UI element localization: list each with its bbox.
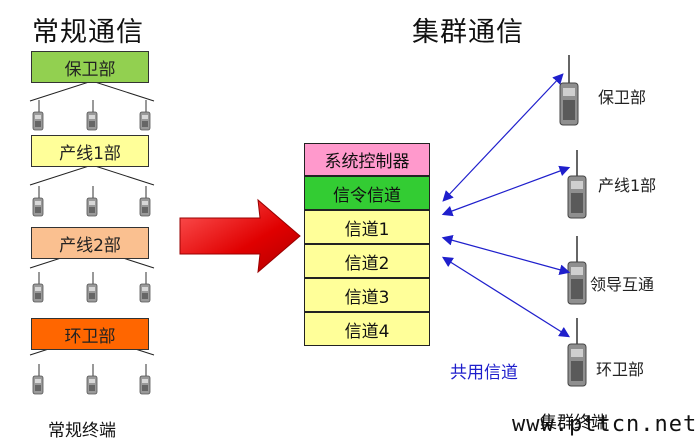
handheld-radio-icon	[86, 271, 98, 303]
signal-channel-box: 信令信道	[304, 176, 430, 210]
handheld-radio-icon	[32, 99, 44, 131]
trunking-radio-icon-1	[559, 55, 579, 126]
trunking-title: 集群通信	[412, 17, 524, 48]
dept-box-sanitation: 环卫部	[31, 318, 149, 350]
link-to-line1	[441, 165, 571, 217]
link-to-security	[442, 73, 564, 202]
trunking-radio-icon-3	[567, 236, 587, 305]
transition-arrow-icon	[179, 198, 301, 274]
handheld-radio-icon	[139, 271, 151, 303]
handheld-radio-icon	[86, 99, 98, 131]
handheld-radio-icon	[139, 99, 151, 131]
handheld-radio-icon	[139, 185, 151, 217]
dept-box-line2: 产线2部	[31, 227, 149, 259]
channel-box-1: 信道1	[304, 210, 430, 244]
link-to-leader	[441, 235, 571, 275]
dept-box-line1: 产线1部	[31, 135, 149, 167]
terminal-label-security: 保卫部	[598, 88, 647, 107]
terminal-label-sanitation: 环卫部	[596, 360, 645, 379]
handheld-radio-icon	[32, 185, 44, 217]
terminal-label-line1: 产线1部	[598, 176, 657, 195]
trunking-radio-icon-2	[567, 150, 587, 219]
terminal-label-leader: 领导互通	[590, 275, 655, 294]
handheld-radio-icon	[86, 363, 98, 395]
channel-box-3: 信道3	[304, 278, 430, 312]
conventional-title: 常规通信	[32, 17, 144, 48]
handheld-radio-icon	[86, 185, 98, 217]
handheld-radio-icon	[139, 363, 151, 395]
dept-box-security: 保卫部	[31, 51, 149, 83]
conventional-terminal-group-3	[32, 271, 151, 303]
conventional-footer: 常规终端	[48, 421, 116, 441]
trunking-links	[441, 73, 571, 338]
handheld-radio-icon	[32, 271, 44, 303]
conventional-terminal-group-4	[32, 363, 151, 395]
trunking-footer: 集群终端	[540, 413, 608, 433]
link-to-sanitation	[441, 256, 571, 338]
channel-box-2: 信道2	[304, 244, 430, 278]
handheld-radio-icon	[32, 363, 44, 395]
system-controller-box: 系统控制器	[304, 143, 430, 176]
conventional-terminal-group-1	[32, 99, 151, 131]
conventional-terminal-group-2	[32, 185, 151, 217]
trunking-radio-icon-4	[567, 318, 587, 387]
site-watermark: www.pttcn.net	[512, 412, 695, 437]
channel-box-4: 信道4	[304, 312, 430, 346]
shared-channel-label: 共用信道	[450, 363, 518, 383]
